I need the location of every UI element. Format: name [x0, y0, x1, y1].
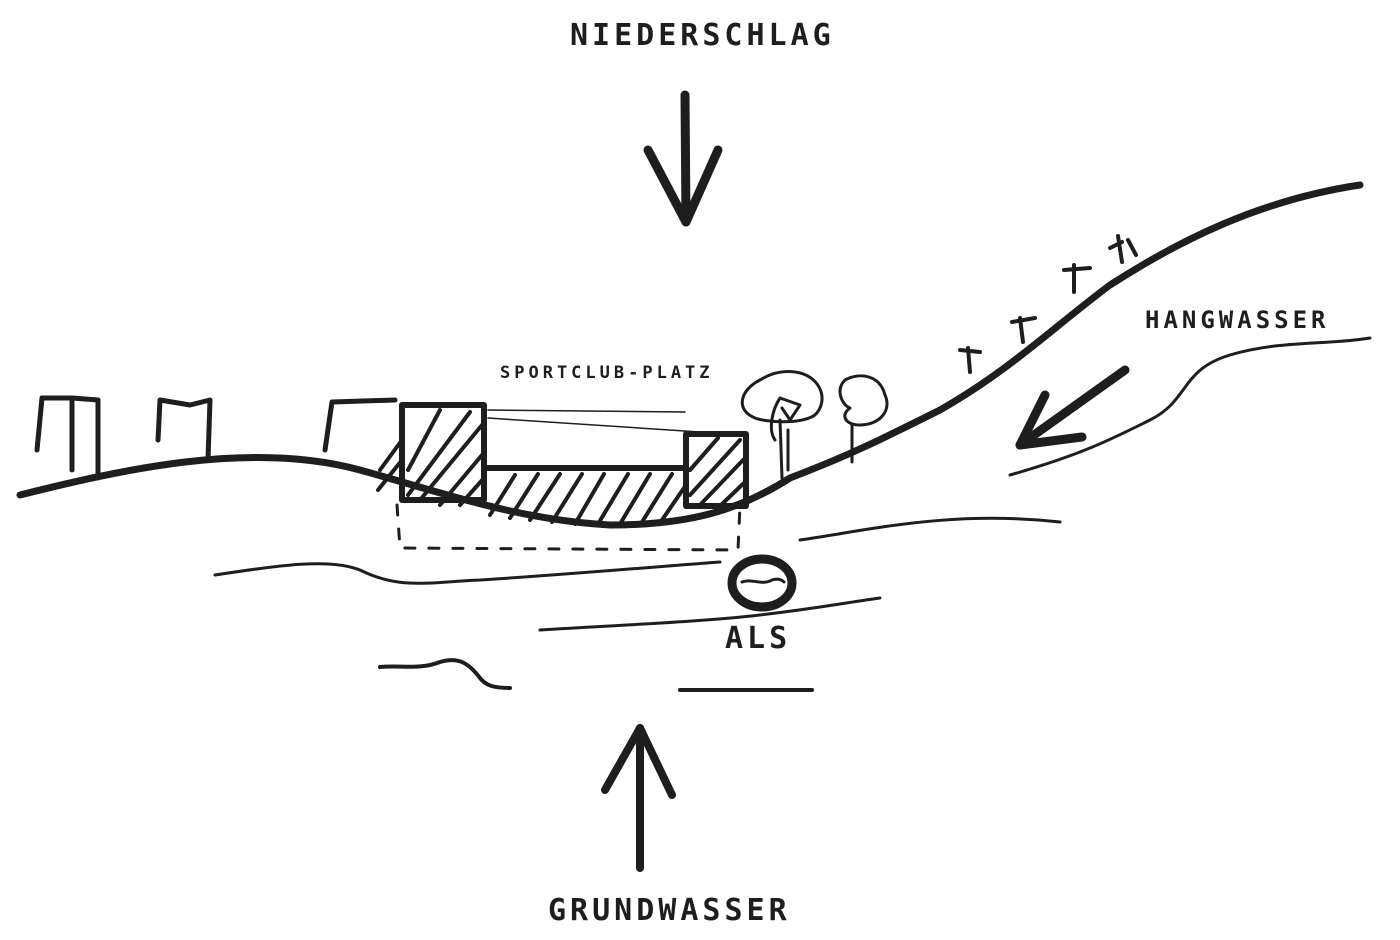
- sportclub-building: [376, 402, 749, 552]
- terrain-line: [16, 181, 1364, 529]
- als-symbol: [727, 554, 797, 612]
- label-sportclub-platz: SPORTCLUB-PLATZ: [500, 363, 714, 383]
- label-grundwasser: GRUNDWASSER: [548, 893, 791, 928]
- label-niederschlag: NIEDERSCHLAG: [570, 18, 835, 53]
- label-als: ALS: [725, 621, 791, 656]
- groundwater-arrow: [601, 724, 676, 872]
- tree-symbols: [740, 370, 889, 480]
- vegetation-markers: [958, 234, 1138, 374]
- precipitation-arrow: [643, 90, 723, 227]
- slope-water-arrow: [1015, 365, 1130, 450]
- label-hangwasser: HANGWASSER: [1145, 306, 1330, 334]
- strata-lines: [213, 336, 1372, 692]
- house-symbols: [34, 395, 398, 481]
